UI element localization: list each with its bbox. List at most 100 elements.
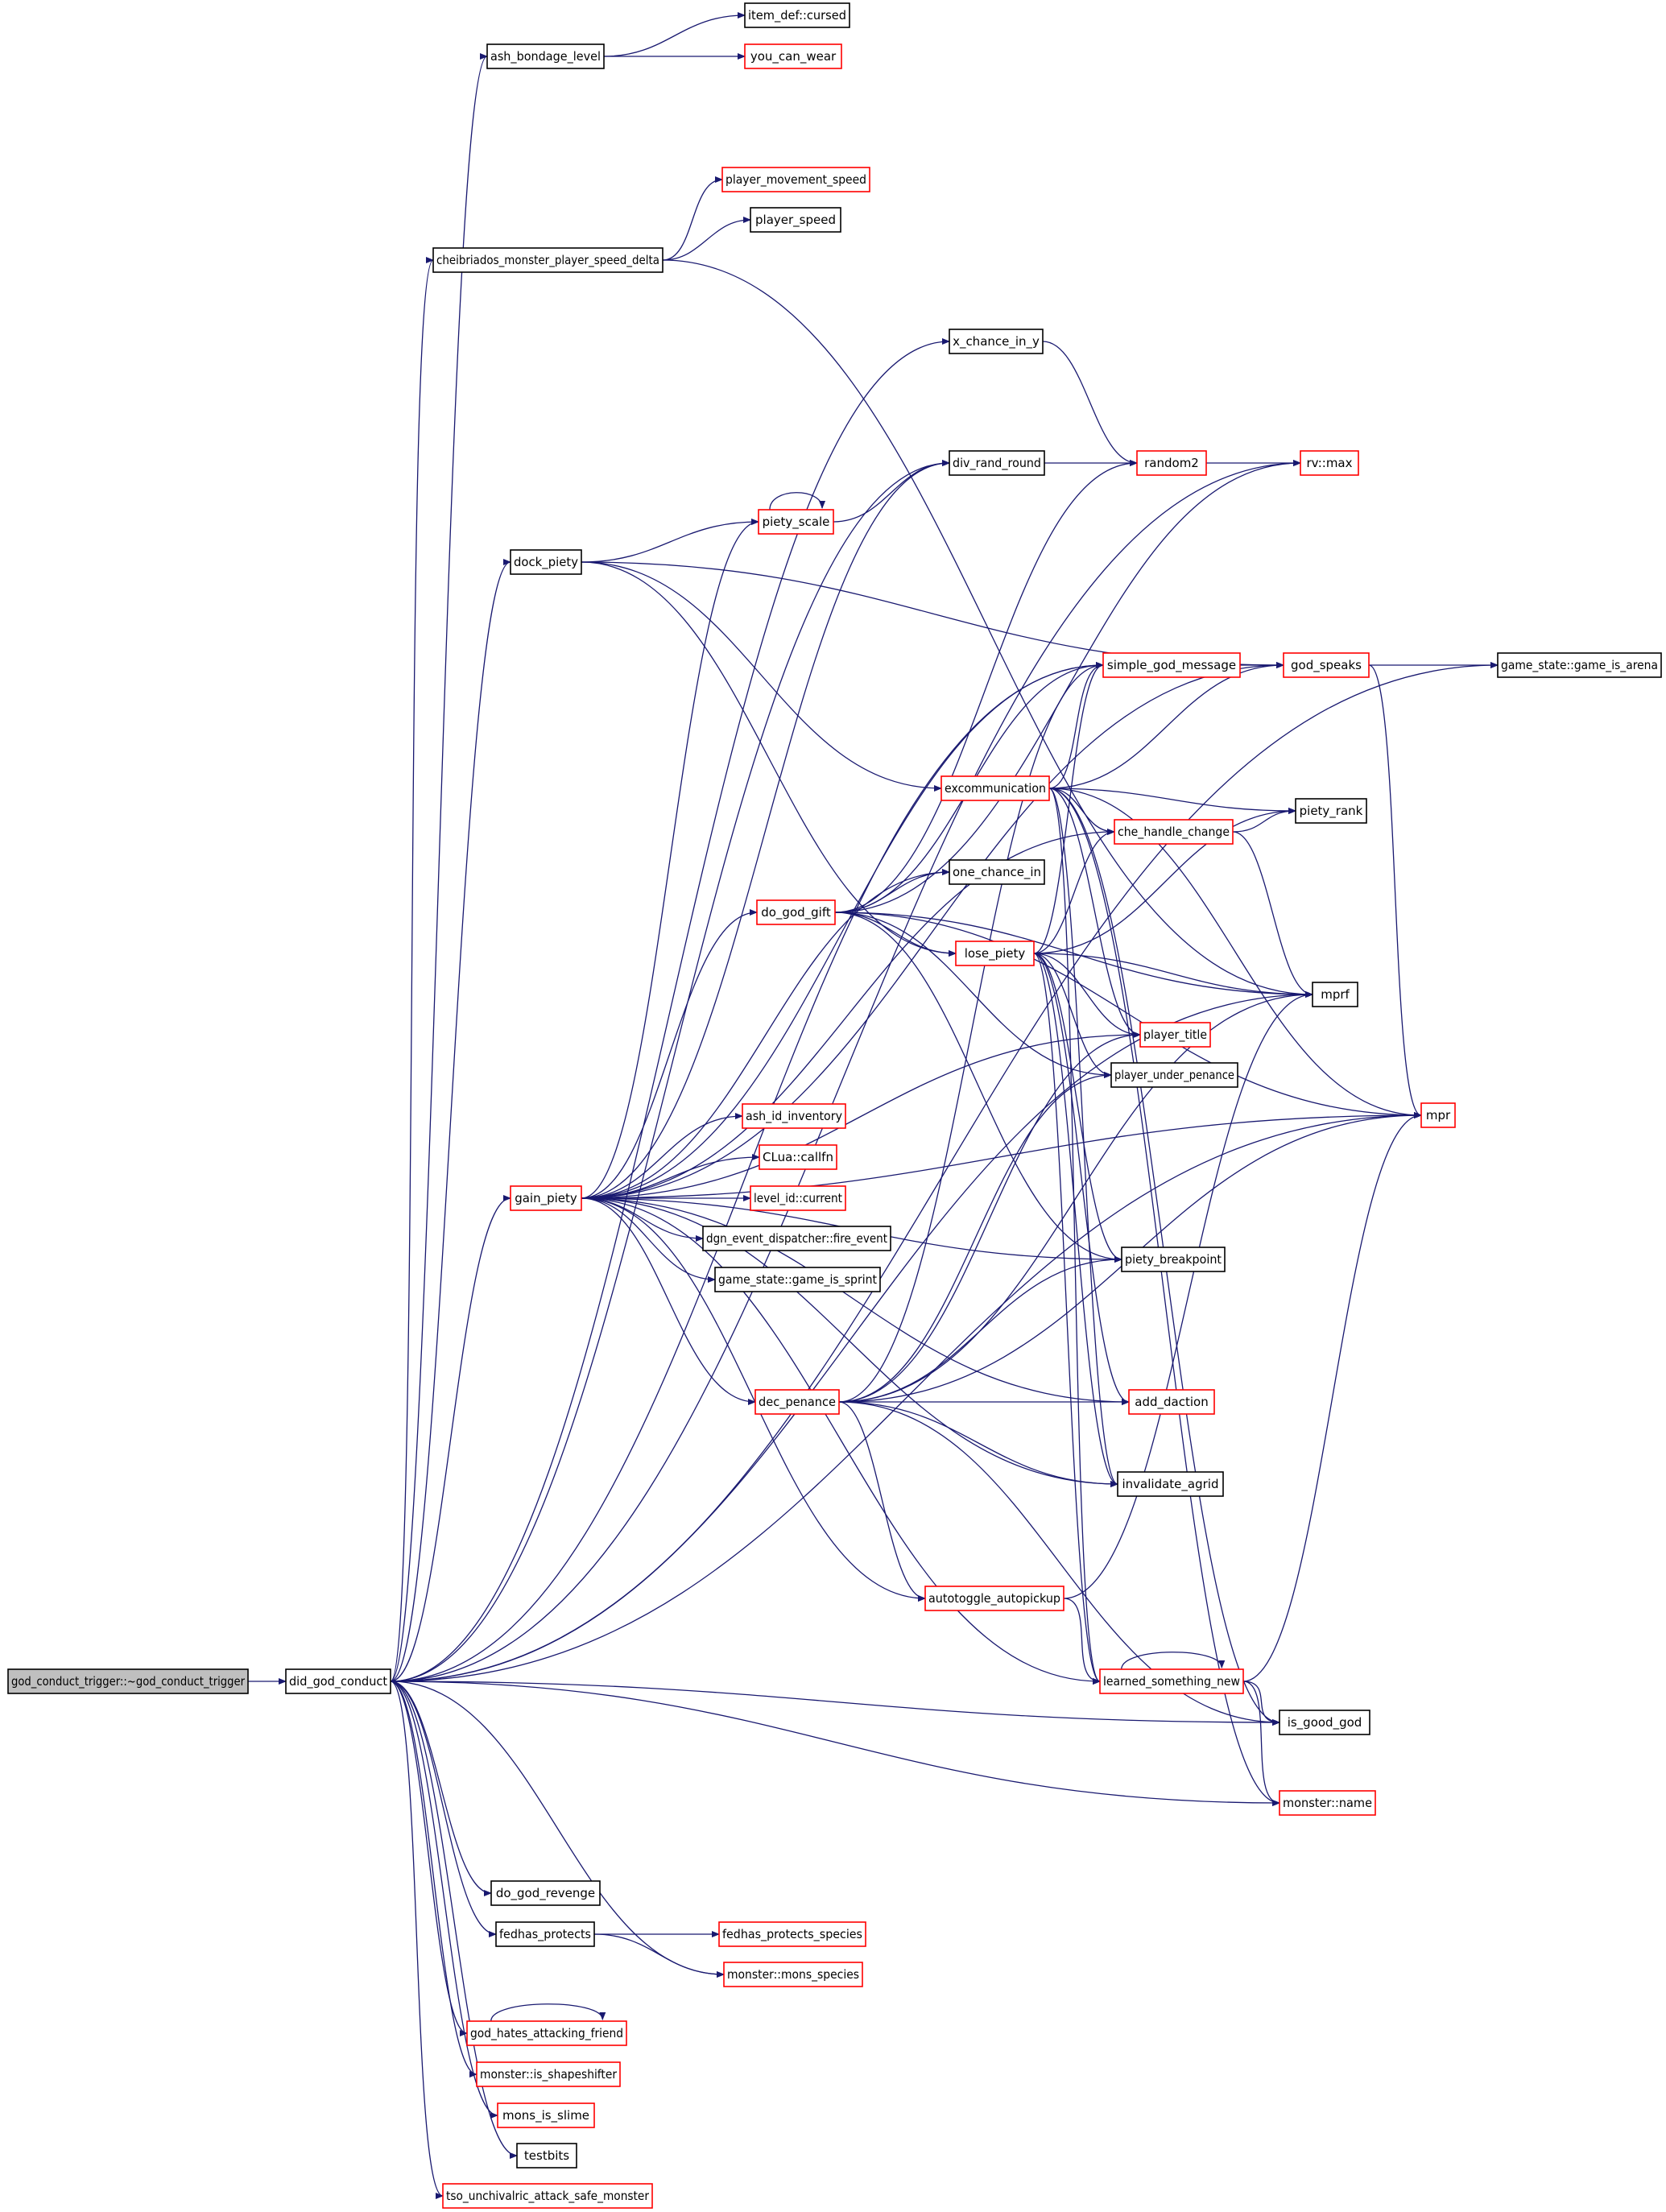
node-label: is_good_god [1288, 1715, 1362, 1730]
node-box [490, 1880, 601, 1906]
call-edge-che_handle_change-to-mprf [1232, 831, 1313, 998]
call-edge-did_god_conduct-to-testbits [390, 1681, 518, 2159]
graph-node-fire_event[interactable]: dgn_event_dispatcher::fire_event [702, 1226, 891, 1251]
graph-node-random2[interactable]: random2 [1136, 450, 1207, 476]
graph-node-testbits[interactable]: testbits [516, 2143, 577, 2169]
call-edge-dec_penance-to-player_under_penance [838, 1072, 1112, 1403]
graph-node-dec_penance[interactable]: dec_penance [754, 1389, 840, 1415]
graph-node-is_shapeshifter[interactable]: monster::is_shapeshifter [476, 2061, 621, 2087]
node-label: simple_god_message [1107, 658, 1236, 673]
graph-node-learned_something_new[interactable]: learned_something_new [1099, 1668, 1244, 1694]
graph-node-div_rand_round[interactable]: div_rand_round [949, 450, 1045, 476]
node-label: fedhas_protects [499, 1927, 591, 1942]
call-edge-dec_penance-to-mprf [838, 991, 1313, 1403]
graph-node-player_speed[interactable]: player_speed [750, 207, 841, 233]
call-edge-did_god_conduct-to-rv_max [390, 460, 1301, 1682]
graph-node-mons_species[interactable]: monster::mons_species [723, 1962, 863, 1987]
graph-node-excommunication[interactable]: excommunication [940, 775, 1050, 801]
node-label: mpr [1426, 1108, 1451, 1123]
node-box [1117, 1471, 1224, 1497]
graph-node-simple_god_message[interactable]: simple_god_message [1102, 652, 1241, 678]
call-edge-dock_piety-to-excommunication [581, 561, 942, 792]
node-label: gain_piety [515, 1191, 577, 1206]
graph-node-is_good_god[interactable]: is_good_god [1279, 1710, 1370, 1735]
graph-node-rv_max[interactable]: rv::max [1300, 450, 1359, 476]
call-edge-dec_penance-to-invalidate_agrid [838, 1401, 1118, 1487]
node-box [466, 2020, 627, 2046]
graph-node-god_speaks[interactable]: god_speaks [1283, 652, 1370, 678]
graph-node-game_is_sprint[interactable]: game_state::game_is_sprint [714, 1267, 881, 1292]
graph-node-x_chance_in_y[interactable]: x_chance_in_y [949, 329, 1044, 354]
call-edge-gain_piety-to-player_title [581, 1032, 1141, 1199]
call-edge-do_god_gift-to-rv_max [834, 460, 1301, 913]
graph-node-piety_breakpoint[interactable]: piety_breakpoint [1121, 1247, 1226, 1272]
node-label: player_under_penance [1114, 1068, 1234, 1083]
graph-node-game_is_arena[interactable]: game_state::game_is_arena [1497, 652, 1662, 678]
call-edge-lose_piety-to-learned_something_new [1033, 953, 1101, 1685]
graph-node-do_god_revenge[interactable]: do_god_revenge [490, 1880, 601, 1906]
graph-node-you_can_wear[interactable]: you_can_wear [744, 43, 842, 69]
call-edge-excommunication-to-player_title [1048, 788, 1141, 1038]
graph-node-dock_piety[interactable]: dock_piety [510, 549, 582, 575]
node-box [1279, 1710, 1370, 1735]
node-label: player_title [1143, 1027, 1207, 1043]
node-box [754, 1389, 840, 1415]
graph-node-clua_callfn[interactable]: CLua::callfn [759, 1144, 837, 1170]
call-nodes: god_conduct_trigger::~god_conduct_trigge… [7, 2, 1662, 2209]
graph-node-player_movement_speed[interactable]: player_movement_speed [721, 167, 870, 192]
node-label: you_can_wear [750, 49, 837, 64]
graph-node-lose_piety[interactable]: lose_piety [955, 941, 1035, 966]
graph-node-ash_bondage_level[interactable]: ash_bondage_level [486, 43, 605, 69]
graph-node-fedhas_protects_species[interactable]: fedhas_protects_species [718, 1921, 866, 1947]
node-label: testbits [524, 2148, 569, 2163]
node-label: ash_bondage_level [490, 49, 601, 64]
graph-node-do_god_gift[interactable]: do_god_gift [756, 899, 836, 925]
call-edge-did_god_conduct-to-gain_piety [390, 1195, 511, 1682]
graph-node-piety_rank[interactable]: piety_rank [1295, 798, 1367, 824]
call-edge-lose_piety-to-player_title [1033, 953, 1141, 1038]
graph-node-gain_piety[interactable]: gain_piety [510, 1185, 582, 1211]
graph-node-fedhas_protects[interactable]: fedhas_protects [495, 1921, 595, 1947]
graph-node-autotoggle_autopickup[interactable]: autotoggle_autopickup [924, 1586, 1065, 1611]
node-box [1114, 819, 1234, 845]
graph-node-mons_is_slime[interactable]: mons_is_slime [497, 2102, 595, 2128]
graph-node-cheibriados_delta[interactable]: cheibriados_monster_player_speed_delta [432, 247, 664, 273]
call-edge-lose_piety-to-invalidate_agrid [1033, 953, 1118, 1487]
graph-node-ash_id_inventory[interactable]: ash_id_inventory [742, 1103, 846, 1129]
graph-node-god_hates_attacking_friend[interactable]: god_hates_attacking_friend [466, 2020, 627, 2046]
call-edge-learned_something_new-to-monster_name [1242, 1681, 1280, 1806]
node-box [955, 941, 1035, 966]
call-edge-do_god_gift-to-lose_piety [834, 912, 957, 957]
graph-node-mpr[interactable]: mpr [1420, 1102, 1456, 1128]
graph-node-player_under_penance[interactable]: player_under_penance [1110, 1062, 1238, 1088]
call-edge-god_hates_attacking_friend-to-god_hates_attacking_friend [490, 2003, 606, 2022]
graph-node-piety_scale[interactable]: piety_scale [758, 509, 834, 535]
graph-node-monster_name[interactable]: monster::name [1279, 1790, 1376, 1816]
graph-node-item_def_cursed[interactable]: item_def::cursed [744, 2, 850, 28]
graph-node-level_id_current[interactable]: level_id::current [750, 1185, 846, 1211]
graph-node-che_handle_change[interactable]: che_handle_change [1114, 819, 1234, 845]
graph-node-root: god_conduct_trigger::~god_conduct_trigge… [7, 1668, 249, 1694]
call-edge-gain_piety-to-div_rand_round [581, 460, 950, 1199]
graph-node-did_god_conduct[interactable]: did_god_conduct [285, 1668, 391, 1694]
node-box [742, 1103, 846, 1129]
node-label: random2 [1144, 456, 1199, 470]
node-label: lose_piety [965, 946, 1026, 961]
call-edge-do_god_gift-to-player_under_penance [834, 912, 1112, 1078]
node-box [510, 549, 582, 575]
call-edge-learned_something_new-to-mpr [1242, 1112, 1422, 1682]
node-label: one_chance_in [953, 865, 1041, 880]
node-label: autotoggle_autopickup [928, 1591, 1060, 1606]
call-edge-excommunication-to-god_speaks [1048, 662, 1284, 789]
node-box [1497, 652, 1662, 678]
graph-node-mprf[interactable]: mprf [1312, 982, 1358, 1007]
node-label: monster::mons_species [727, 1967, 859, 1983]
graph-node-invalidate_agrid[interactable]: invalidate_agrid [1117, 1471, 1224, 1497]
graph-node-player_title[interactable]: player_title [1139, 1022, 1211, 1048]
graph-node-one_chance_in[interactable]: one_chance_in [949, 859, 1045, 885]
call-edge-learned_something_new-to-learned_something_new [1121, 1652, 1226, 1670]
call-edge-dock_piety-to-lose_piety [581, 561, 957, 957]
graph-node-add_daction[interactable]: add_daction [1128, 1389, 1215, 1415]
graph-node-tso_unchivalric[interactable]: tso_unchivalric_attack_safe_monster [442, 2183, 653, 2209]
